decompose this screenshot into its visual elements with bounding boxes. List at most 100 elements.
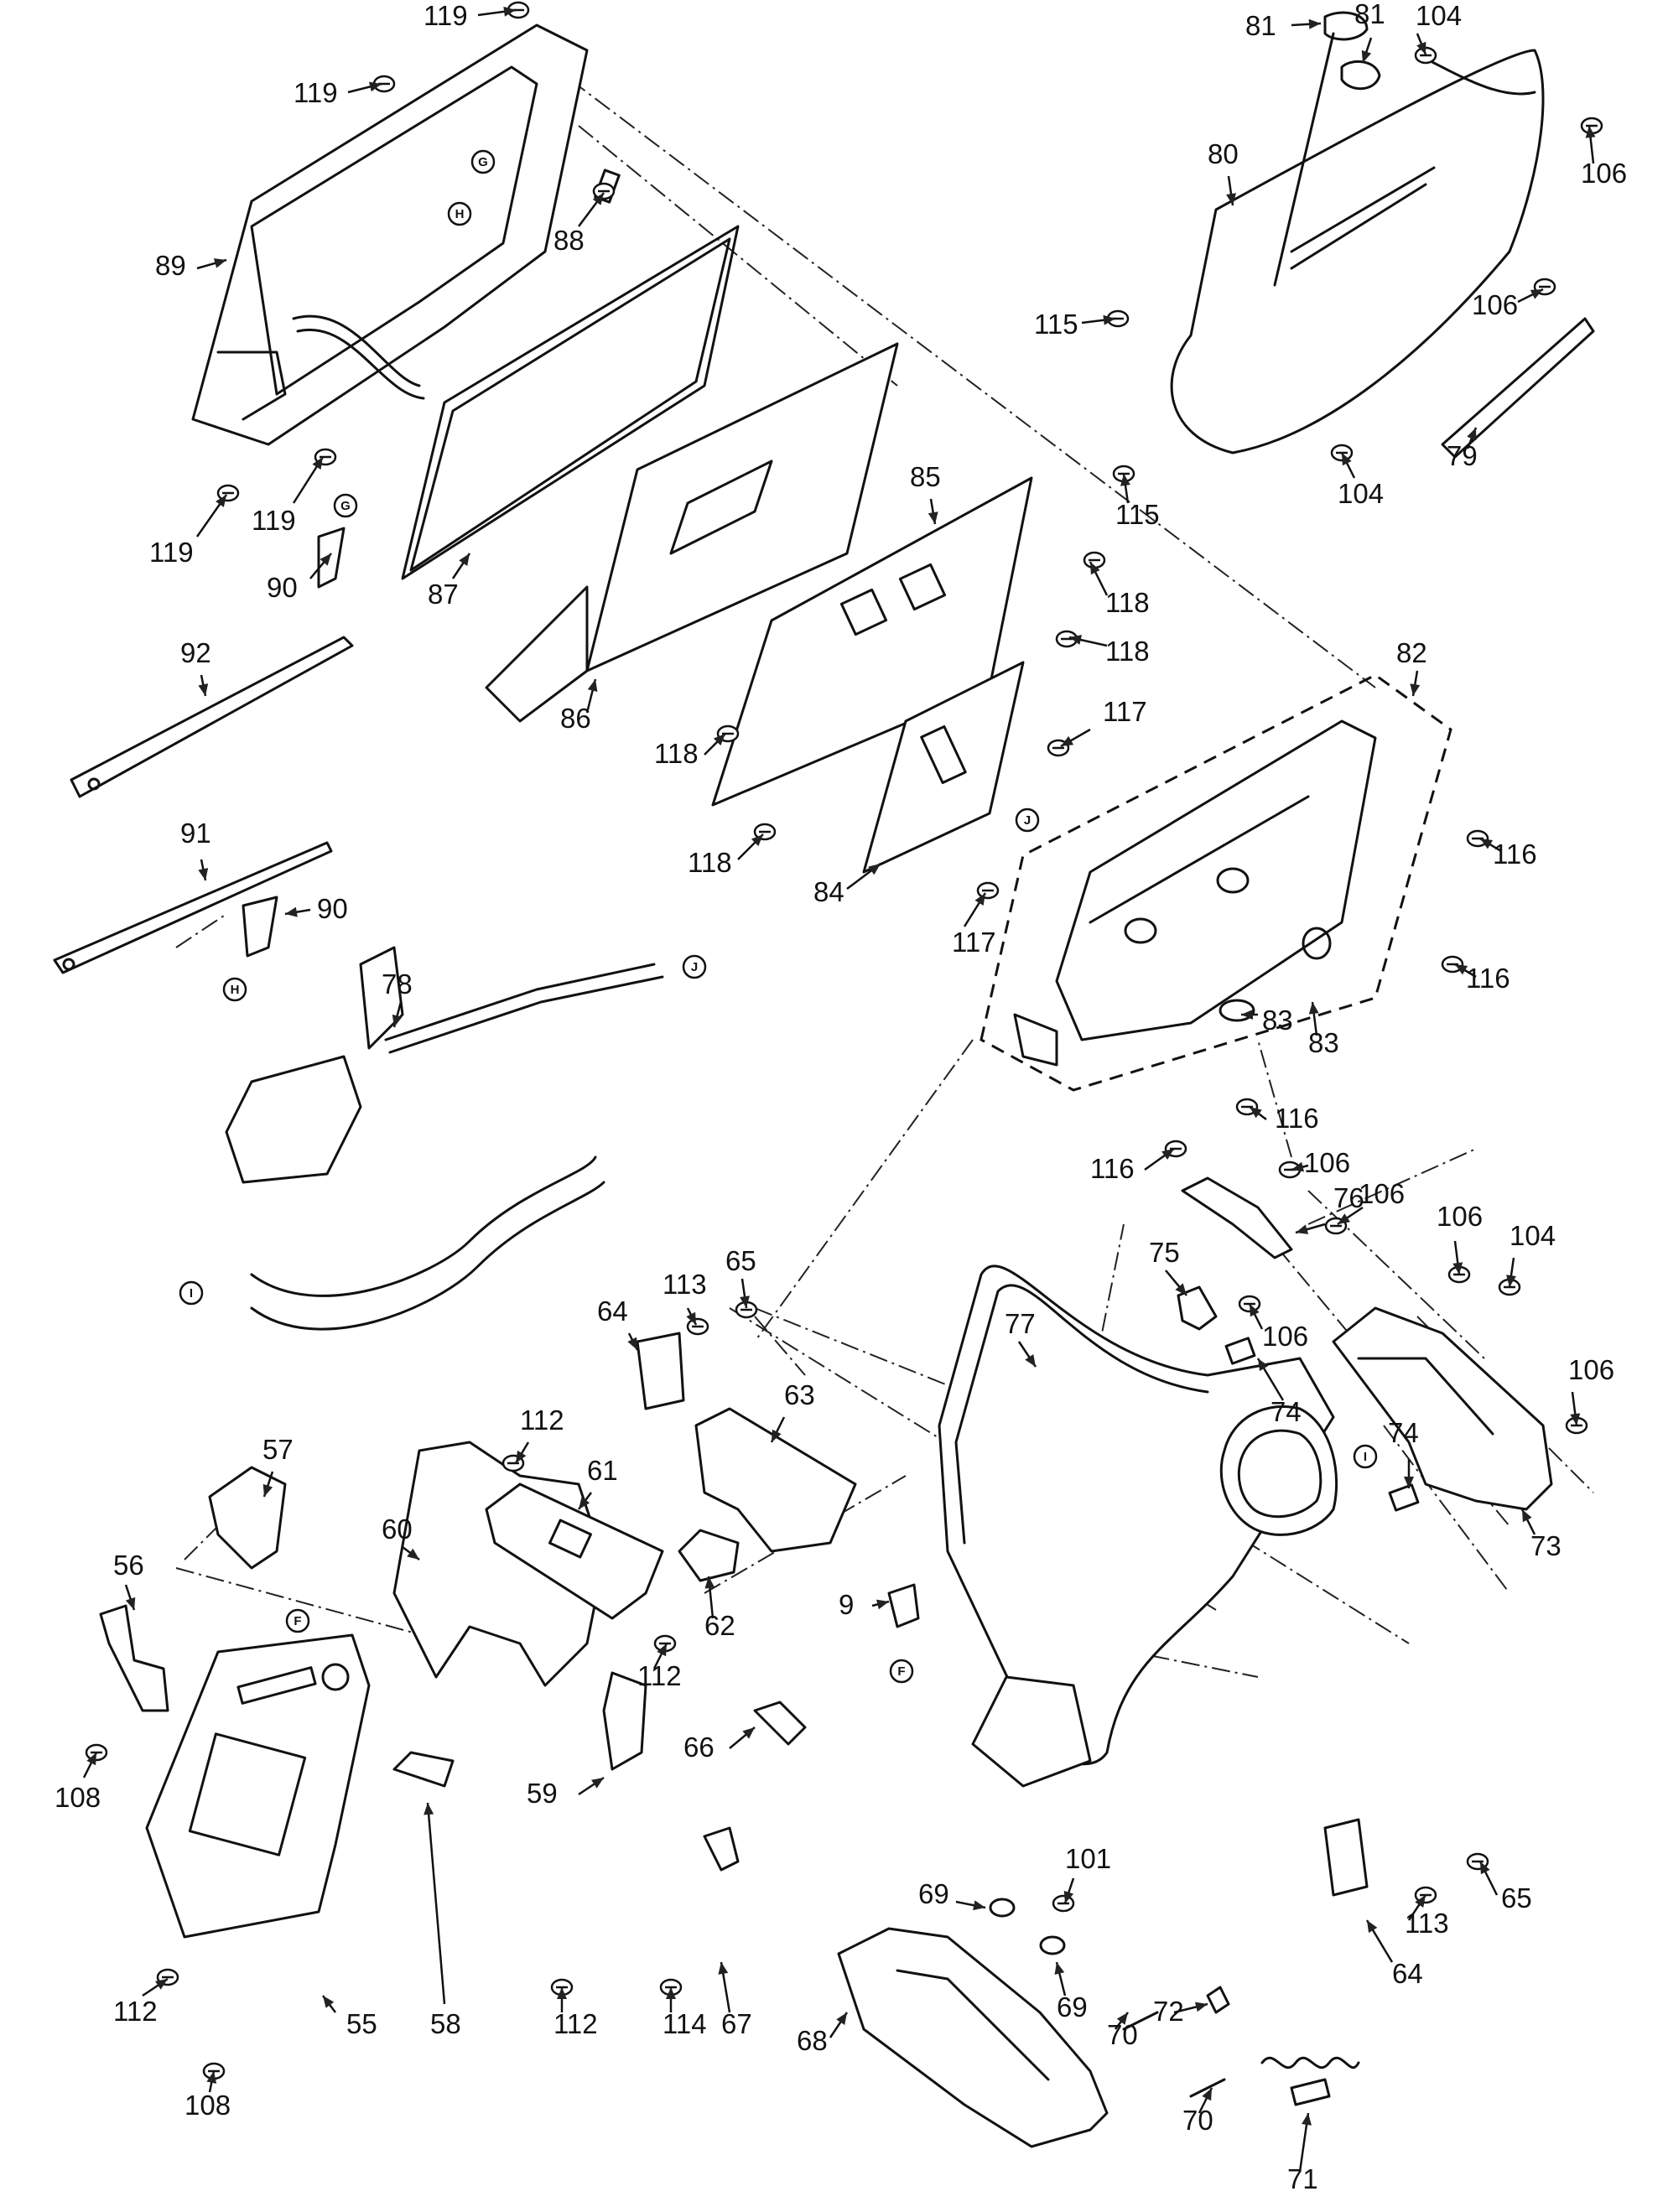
- part-label-112: 112: [113, 1996, 158, 2027]
- part-label-119: 119: [252, 505, 296, 536]
- part-label-70: 70: [1107, 2019, 1138, 2050]
- leader-arrowhead: [125, 1597, 136, 1610]
- part-label-86: 86: [560, 703, 591, 734]
- part-80-cover: [1170, 49, 1545, 454]
- leader-arrowhead: [579, 1497, 590, 1509]
- leader-arrowhead: [155, 1979, 168, 1990]
- leader-arrowhead: [216, 495, 226, 507]
- part-label-83: 83: [1308, 1027, 1339, 1058]
- leader-arrowhead: [1258, 1358, 1269, 1372]
- part-label-9: 9: [839, 1589, 854, 1620]
- part-label-88: 88: [553, 225, 585, 256]
- part-label-84: 84: [813, 876, 844, 907]
- part-label-80: 80: [1208, 138, 1239, 169]
- part-label-116: 116: [1275, 1103, 1319, 1134]
- ref-marker-label: F: [294, 1614, 301, 1628]
- part-label-115: 115: [1034, 309, 1078, 340]
- part-label-108: 108: [184, 2090, 231, 2121]
- screw-icon: [592, 182, 616, 200]
- part-label-117: 117: [952, 927, 996, 958]
- leader-arrowhead: [1120, 474, 1130, 486]
- screw-icon: [686, 1317, 709, 1336]
- leader-arrowhead: [1202, 2088, 1212, 2101]
- leader-arrowhead: [1452, 1262, 1463, 1275]
- leader-arrowhead: [198, 683, 209, 696]
- part-76-bracket: [1181, 1176, 1293, 1259]
- part-label-62: 62: [704, 1610, 735, 1641]
- part-label-106: 106: [1437, 1201, 1483, 1232]
- leader-arrowhead: [772, 1429, 782, 1442]
- leader-arrowhead: [392, 1014, 403, 1027]
- part-label-82: 82: [1396, 637, 1427, 668]
- part-label-118: 118: [1105, 587, 1150, 618]
- leader-arrowhead: [718, 1962, 729, 1975]
- ref-marker-label: J: [1024, 813, 1031, 828]
- part-label-90: 90: [267, 572, 298, 603]
- part-64-labels: [636, 1332, 1369, 1897]
- part-87-gasket: [401, 225, 740, 580]
- leader-arrowhead: [1302, 2113, 1312, 2126]
- leader-arrowhead: [1103, 314, 1115, 325]
- part-label-72: 72: [1153, 1996, 1184, 2027]
- leader-arrowhead: [213, 258, 226, 268]
- part-label-113: 113: [663, 1269, 707, 1300]
- part-label-101: 101: [1065, 1843, 1111, 1874]
- leader-arrowhead: [686, 1311, 696, 1325]
- leader-arrowhead: [262, 1483, 273, 1497]
- part-62-component: [678, 1529, 740, 1582]
- part-92-rail: [70, 636, 354, 798]
- leader-arrowhead: [1467, 428, 1477, 441]
- ref-marker-g: G: [470, 149, 496, 174]
- leader-arrowhead: [836, 2012, 847, 2025]
- part-label-61: 61: [587, 1455, 618, 1486]
- leader-arrowhead: [1161, 1149, 1174, 1161]
- part-label-112: 112: [637, 1660, 682, 1691]
- part-81-knobs: [1273, 11, 1381, 287]
- part-label-106: 106: [1568, 1354, 1614, 1385]
- leader-arrowhead: [198, 868, 209, 880]
- ref-marker-label: F: [897, 1664, 905, 1679]
- part-label-81: 81: [1245, 10, 1276, 41]
- leader-arrowhead: [1367, 1920, 1378, 1934]
- screw-icon: [976, 881, 1000, 900]
- part-label-85: 85: [910, 461, 941, 492]
- leader-arrowhead: [1506, 1275, 1516, 1287]
- leader-arrowhead: [1415, 1895, 1426, 1908]
- part-label-65: 65: [1501, 1882, 1532, 1913]
- part-57-sheet: [208, 1466, 287, 1570]
- leader-arrowhead: [974, 893, 985, 906]
- part-label-68: 68: [797, 2025, 828, 2056]
- leader-arrowhead: [742, 1727, 755, 1739]
- part-label-77: 77: [1005, 1308, 1036, 1339]
- screw-icon: [1052, 1894, 1075, 1913]
- part-56-bracket: [99, 1604, 169, 1712]
- leader-arrowhead: [1361, 49, 1372, 63]
- part-55-board: [145, 1633, 371, 1939]
- leader-arrowhead: [503, 6, 516, 17]
- ref-marker-f: F: [889, 1659, 914, 1684]
- leader-arrowhead: [1090, 562, 1100, 575]
- part-label-69: 69: [918, 1878, 949, 1909]
- part-label-106: 106: [1262, 1321, 1308, 1352]
- part-label-118: 118: [1105, 636, 1150, 667]
- part-label-87: 87: [428, 579, 459, 610]
- leader-arrowhead: [1241, 1010, 1253, 1020]
- leader-arrowhead: [1194, 2002, 1208, 2012]
- part-label-75: 75: [1149, 1237, 1180, 1268]
- part-61-board: [485, 1482, 664, 1620]
- part-89-lcd-frame: [191, 23, 621, 446]
- part-90-clips: [242, 527, 346, 958]
- part-label-73: 73: [1530, 1530, 1561, 1561]
- leader-arrowhead: [868, 864, 881, 875]
- ref-marker-j: J: [682, 954, 707, 979]
- leader-arrowhead: [1296, 1224, 1309, 1234]
- part-69-washers: [989, 1898, 1066, 1955]
- leader-arrowhead: [591, 1778, 604, 1789]
- part-label-59: 59: [527, 1778, 558, 1809]
- part-91-rail: [53, 841, 333, 974]
- screw-icon: [1414, 46, 1437, 65]
- leader-arrowhead: [320, 553, 331, 566]
- part-label-106: 106: [1581, 158, 1627, 189]
